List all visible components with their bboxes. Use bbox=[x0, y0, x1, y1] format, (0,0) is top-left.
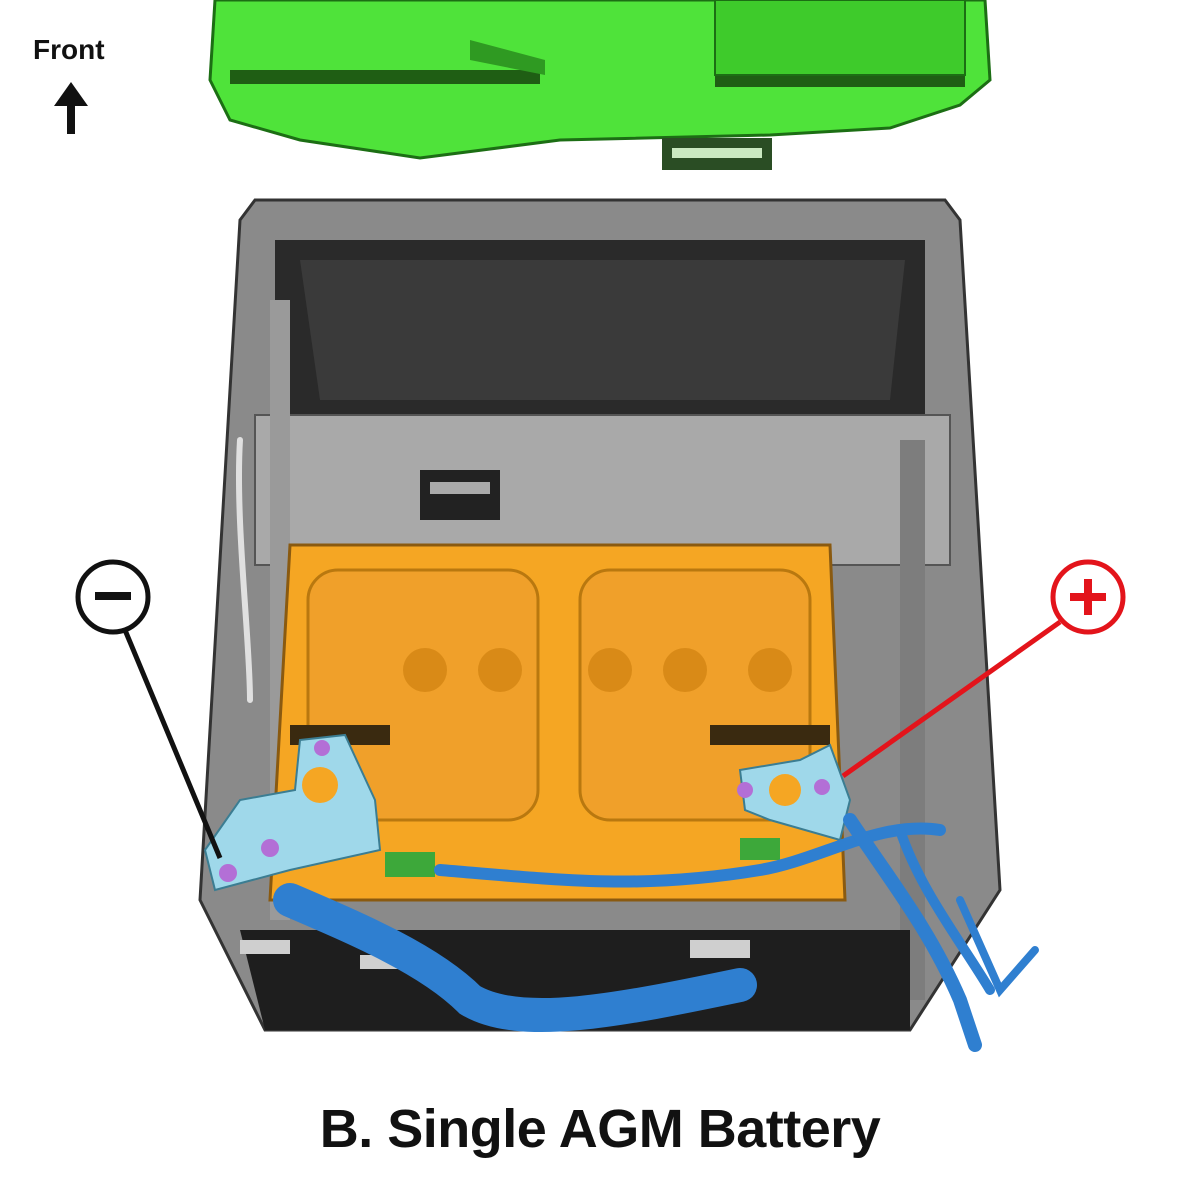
diagram-caption: B. Single AGM Battery bbox=[319, 1099, 881, 1159]
bolt-icon bbox=[219, 864, 237, 882]
bolt-icon bbox=[261, 839, 279, 857]
arrow-up-icon bbox=[54, 82, 88, 134]
negative-terminal-symbol bbox=[75, 559, 151, 635]
bolt-icon bbox=[314, 740, 330, 756]
agm-battery bbox=[268, 543, 847, 902]
battery-cables bbox=[236, 437, 1039, 1052]
positive-terminal-symbol bbox=[1050, 559, 1126, 635]
battery-cover bbox=[208, 0, 992, 170]
negative-terminal-clamp bbox=[203, 733, 382, 892]
negative-callout-line bbox=[122, 629, 223, 859]
bolt-icon bbox=[814, 779, 830, 795]
bolt-icon bbox=[737, 782, 753, 798]
front-orientation-label: Front bbox=[33, 34, 105, 65]
positive-callout-line bbox=[841, 619, 1062, 779]
